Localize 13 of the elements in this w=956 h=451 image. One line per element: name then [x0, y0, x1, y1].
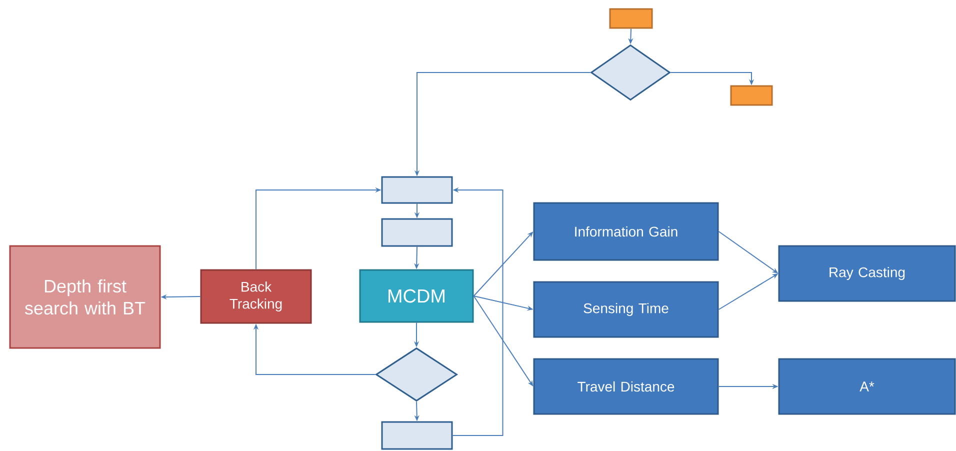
process-box: MCDM: [359, 269, 474, 323]
process-box: A*: [778, 358, 956, 415]
process-box: Information Gain: [533, 202, 719, 261]
process-box: Sensing Time: [533, 281, 719, 338]
process-box: [609, 8, 653, 29]
process-box: Depth first search with BT: [9, 245, 161, 349]
process-box: [381, 421, 453, 450]
process-box: Travel Distance: [533, 358, 719, 415]
process-box: [381, 176, 453, 204]
process-box: Ray Casting: [778, 245, 956, 302]
process-box: [381, 218, 453, 247]
process-box: Back Tracking: [200, 269, 312, 324]
process-box: [730, 85, 773, 106]
